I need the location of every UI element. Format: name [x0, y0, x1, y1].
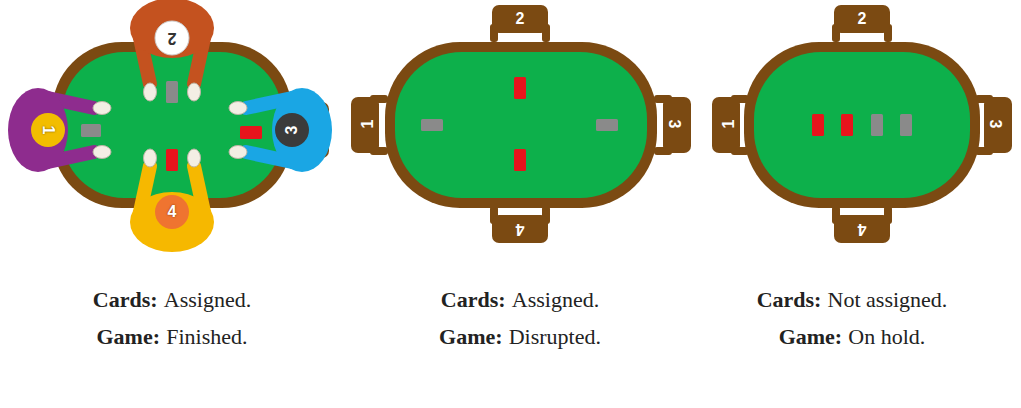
- player-body: [8, 88, 68, 172]
- table-rim: [744, 42, 980, 208]
- table-scene: [351, 5, 691, 243]
- caption-value: Finished.: [166, 324, 247, 349]
- card: [166, 149, 178, 171]
- seat-number: 1: [721, 120, 737, 129]
- seat-number: 2: [858, 11, 867, 27]
- caption-key: Game:: [97, 324, 161, 349]
- player-number: 2: [168, 30, 177, 46]
- caption-key: Game:: [779, 324, 843, 349]
- player-hand: [229, 102, 247, 115]
- seat-number: 3: [987, 120, 1003, 129]
- seat-number: 2: [516, 11, 525, 27]
- seat-number: 4: [516, 221, 525, 237]
- table-felt: [754, 52, 970, 198]
- chair: [832, 5, 892, 42]
- caption-line: Game:Finished.: [97, 324, 248, 350]
- chair: [712, 95, 749, 155]
- card: [871, 114, 883, 136]
- chair: [975, 95, 1012, 155]
- player-hand: [144, 83, 157, 101]
- caption-key: Cards:: [441, 287, 506, 312]
- player-head: [31, 113, 65, 147]
- card: [812, 114, 824, 136]
- seat-number: 4: [858, 221, 867, 237]
- player-number: 4: [168, 204, 177, 220]
- player-hand: [93, 102, 111, 115]
- chair: [351, 95, 388, 155]
- chair: [654, 95, 691, 155]
- player-body: [272, 88, 332, 172]
- caption-line: Cards:Not assigned.: [757, 287, 948, 313]
- caption-line: Game:Disrupted.: [439, 324, 601, 350]
- player-head: [155, 21, 189, 55]
- caption-value: Not assigned.: [828, 287, 948, 312]
- chair: [490, 5, 550, 42]
- player-figure: [229, 88, 332, 172]
- caption-line: Cards:Assigned.: [441, 287, 599, 313]
- caption-value: On hold.: [848, 324, 925, 349]
- table-rim: [385, 42, 657, 208]
- card: [421, 119, 443, 131]
- player-head: [275, 113, 309, 147]
- player-hand: [188, 83, 201, 101]
- chair: [832, 206, 892, 243]
- caption-value: Assigned.: [512, 287, 599, 312]
- player-body: [130, 0, 214, 58]
- card: [514, 149, 526, 171]
- card: [841, 114, 853, 136]
- player-figure: [130, 149, 214, 252]
- player-figure: [130, 0, 214, 101]
- card: [900, 114, 912, 136]
- seat-number: 3: [666, 120, 682, 129]
- table-rim: [52, 42, 292, 208]
- caption-line: Cards:Assigned.: [93, 287, 251, 313]
- seat-number: 1: [360, 120, 376, 129]
- caption-value: Disrupted.: [509, 324, 601, 349]
- table-scene: [712, 5, 1012, 243]
- card: [596, 119, 618, 131]
- caption-line: Game:On hold.: [779, 324, 926, 350]
- player-hand: [188, 149, 201, 167]
- table-felt: [62, 52, 282, 198]
- card: [81, 124, 101, 137]
- table-felt: [395, 52, 647, 198]
- player-head: [155, 195, 189, 229]
- card: [166, 81, 178, 103]
- player-figure: [8, 88, 111, 172]
- caption-key: Game:: [439, 324, 503, 349]
- player-hand: [144, 149, 157, 167]
- player-number: 1: [40, 126, 56, 135]
- player-hand: [229, 146, 247, 159]
- player-hand: [93, 146, 111, 159]
- player-body: [130, 192, 214, 252]
- table-scene: [8, 0, 332, 252]
- caption-key: Cards:: [93, 287, 158, 312]
- card: [240, 126, 262, 139]
- chair: [490, 206, 550, 243]
- card: [514, 77, 526, 99]
- player-number: 3: [284, 126, 300, 135]
- caption-key: Cards:: [757, 287, 822, 312]
- caption-value: Assigned.: [164, 287, 251, 312]
